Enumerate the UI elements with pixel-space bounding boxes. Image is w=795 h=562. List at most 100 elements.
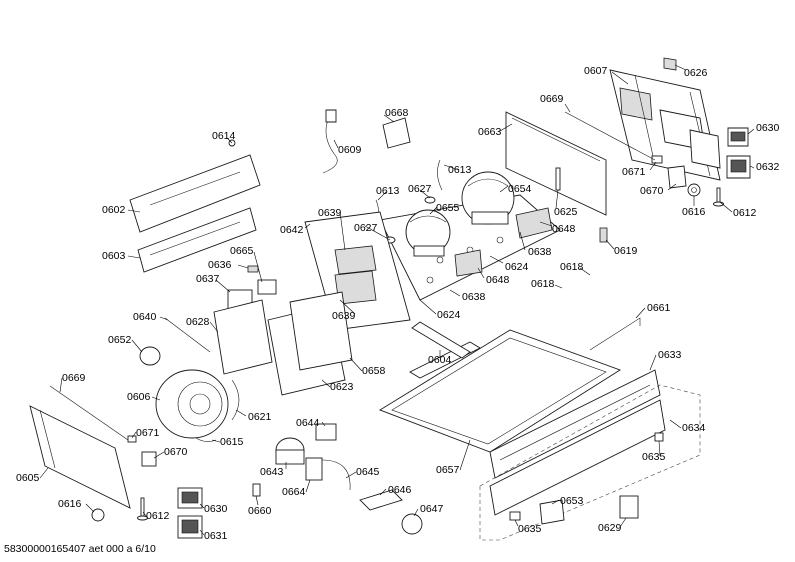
callout-0607: 0607 xyxy=(584,65,608,77)
part-0630-top xyxy=(727,127,749,147)
part-0621 xyxy=(231,379,240,421)
callout-0606: 0606 xyxy=(127,391,151,403)
callout-0670: 0670 xyxy=(640,185,664,197)
part-0612-left xyxy=(137,497,148,521)
part-0613-tube-b xyxy=(437,159,443,191)
callout-0623: 0623 xyxy=(330,381,354,393)
drawing-reference: 58300000165407 aet 000 a 6/10 xyxy=(4,543,156,555)
callout-0655: 0655 xyxy=(436,202,460,214)
part-0670-top xyxy=(667,165,687,189)
part-fan-0606 xyxy=(155,369,229,439)
part-0612-top xyxy=(713,187,724,207)
callout-0670: 0670 xyxy=(164,446,188,458)
callout-0638: 0638 xyxy=(462,291,486,303)
callout-0612: 0612 xyxy=(733,207,757,219)
callout-0602: 0602 xyxy=(102,204,126,216)
callout-0633: 0633 xyxy=(658,349,682,361)
callout-0628: 0628 xyxy=(186,316,210,328)
part-0619 xyxy=(599,227,608,243)
callout-0616: 0616 xyxy=(682,206,706,218)
callout-0612: 0612 xyxy=(146,510,170,522)
callout-0624: 0624 xyxy=(437,309,461,321)
callout-0645: 0645 xyxy=(356,466,380,478)
part-kickplate-0634 xyxy=(489,399,666,516)
part-0645 xyxy=(321,459,351,491)
part-0652 xyxy=(139,346,161,366)
callout-0639: 0639 xyxy=(332,310,356,322)
part-0635-a xyxy=(654,432,664,442)
part-0660 xyxy=(252,483,261,497)
part-0627-a xyxy=(424,196,436,204)
part-0632 xyxy=(726,155,751,179)
part-0653 xyxy=(539,499,565,525)
callout-0603: 0603 xyxy=(102,250,126,262)
callout-0618: 0618 xyxy=(531,278,555,290)
callout-0669: 0669 xyxy=(62,372,86,384)
part-0661 xyxy=(589,317,641,351)
callout-0668: 0668 xyxy=(385,107,409,119)
part-0664 xyxy=(305,457,323,481)
callout-0640: 0640 xyxy=(133,311,157,323)
callout-0671: 0671 xyxy=(622,166,646,178)
callout-0630: 0630 xyxy=(204,503,228,515)
callout-0619: 0619 xyxy=(614,245,638,257)
callout-0605: 0605 xyxy=(16,472,40,484)
callout-0626: 0626 xyxy=(684,67,708,79)
part-0636 xyxy=(247,265,259,273)
callout-0669: 0669 xyxy=(540,93,564,105)
part-0671-top xyxy=(651,155,663,164)
callout-0652: 0652 xyxy=(108,334,132,346)
leader-lines xyxy=(39,64,755,536)
callout-0665: 0665 xyxy=(230,245,254,257)
callout-0631: 0631 xyxy=(204,530,228,542)
callout-0637: 0637 xyxy=(196,273,220,285)
callout-0629: 0629 xyxy=(598,522,622,534)
part-bracket-0668 xyxy=(382,117,411,149)
part-0671-left xyxy=(127,435,137,443)
part-0640-rod xyxy=(164,317,211,353)
part-grille-0633 xyxy=(489,369,661,479)
part-0669-rod-left xyxy=(49,385,129,441)
part-0630-left xyxy=(177,487,203,509)
part-plug-0609 xyxy=(325,109,337,123)
callout-0646: 0646 xyxy=(388,484,412,496)
callout-0635: 0635 xyxy=(518,523,542,535)
callout-0636: 0636 xyxy=(208,259,232,271)
callout-0616: 0616 xyxy=(58,498,82,510)
callout-0621: 0621 xyxy=(248,411,272,423)
part-compressor-0655 xyxy=(405,209,451,257)
callout-0624: 0624 xyxy=(505,261,529,273)
part-0658-frame xyxy=(289,291,353,371)
callout-0658: 0658 xyxy=(362,365,386,377)
callout-0657: 0657 xyxy=(436,464,460,476)
part-grille-0603 xyxy=(137,207,257,273)
callout-0613: 0613 xyxy=(448,164,472,176)
part-rear-panel-0663 xyxy=(505,111,607,216)
part-0616-left xyxy=(91,508,105,522)
callout-0627: 0627 xyxy=(354,222,378,234)
part-frame-0604 xyxy=(409,321,481,379)
callout-0635: 0635 xyxy=(642,451,666,463)
part-0625 xyxy=(555,167,561,191)
part-housing-0607 xyxy=(609,69,721,181)
part-0643 xyxy=(275,437,305,465)
part-0648-top xyxy=(515,207,553,239)
part-0648-lower xyxy=(454,249,483,277)
callout-0661: 0661 xyxy=(647,302,671,314)
callout-0614: 0614 xyxy=(212,130,236,142)
callout-0638: 0638 xyxy=(528,246,552,258)
callout-0653: 0653 xyxy=(560,495,584,507)
part-0626 xyxy=(663,57,677,71)
callout-0664: 0664 xyxy=(282,486,306,498)
callout-0663: 0663 xyxy=(478,126,502,138)
callout-0643: 0643 xyxy=(260,466,284,478)
part-grille-0602 xyxy=(129,154,261,233)
part-0665 xyxy=(257,279,277,295)
callout-0654: 0654 xyxy=(508,183,532,195)
part-power-cord-0609 xyxy=(322,114,338,174)
callout-0639: 0639 xyxy=(318,207,342,219)
part-0631 xyxy=(177,515,203,539)
part-0615 xyxy=(195,437,217,442)
callout-0634: 0634 xyxy=(682,422,706,434)
